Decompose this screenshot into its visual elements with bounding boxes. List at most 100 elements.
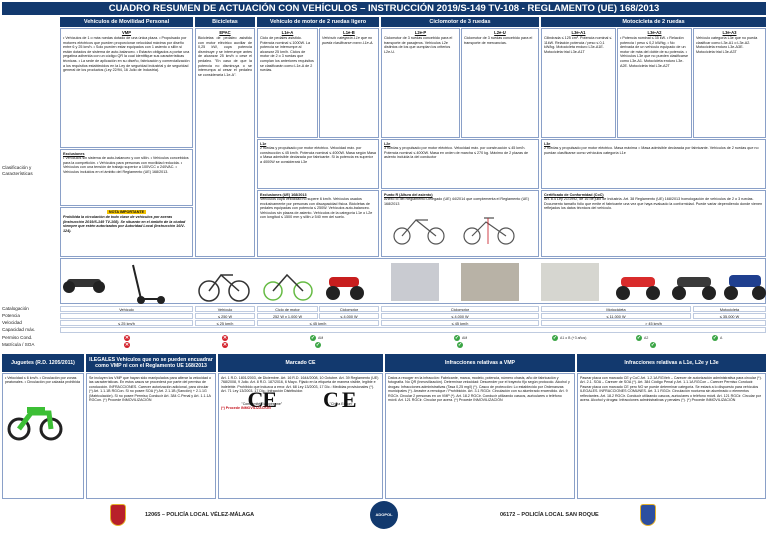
velocidad-l2e: ≤ 45 km/h bbox=[381, 320, 539, 326]
l2e-box: L2e 3 ruedas y propulsado por motor eléc… bbox=[381, 139, 539, 189]
l3ea3-description: L3e-A3 Vehículo categoría L3e que no pue… bbox=[693, 28, 766, 138]
catalog-l1eb: Ciclomotor bbox=[319, 306, 379, 312]
row-label-permiso: Permiso Cond. bbox=[2, 335, 33, 340]
col-header-bicis: Bicicletas bbox=[195, 17, 255, 27]
l1ea-bike-image bbox=[263, 273, 313, 301]
l3ea1-subhead: L3e-A1 bbox=[571, 29, 586, 35]
ilegales-cell: Se incluyen los VMP que hayan sido manip… bbox=[86, 373, 216, 499]
punto-r: Punto R (Altura del asiento) Anexo III d… bbox=[381, 190, 539, 257]
epac-description: EPAC Bicicletas de pedaleo asistido con … bbox=[195, 28, 255, 257]
catalog-l1ea: Ciclo de motor bbox=[257, 306, 318, 312]
catalog-epac: Vehículo bbox=[195, 306, 255, 312]
vmp-excl-title: Exclusiones bbox=[63, 151, 85, 156]
l3ea2-description: L3e-A2 • Potencia nominal ≤ 35 kW. • Rel… bbox=[617, 28, 692, 138]
permiso-l3ea3-label: A bbox=[720, 336, 723, 340]
ce-china-label: "China Export" bbox=[329, 402, 353, 407]
potencia-l1eb: ≤ 4.000 W bbox=[319, 313, 379, 319]
vmp-text: • Vehículos de 1 o más ruedas dotado de … bbox=[63, 36, 190, 73]
col-header-moto2: Motocicleta de 2 ruedas bbox=[541, 17, 766, 27]
punto-r-title: Punto R (Altura del asiento) bbox=[384, 192, 433, 197]
l3ea2-moto-image bbox=[672, 277, 716, 300]
row-label-velocidad: Velocidad bbox=[2, 320, 22, 325]
vmp-subhead: VMP bbox=[121, 29, 132, 35]
infr-l-header: Infracciones relativas a L1e, L2e y L3e bbox=[577, 354, 766, 372]
catalog-l3ea1: Motocicleta bbox=[541, 306, 691, 312]
juguetes-cell: • Velocidad ≤ 6 km/h. • Circulación por … bbox=[2, 373, 84, 499]
capacidad-row bbox=[60, 327, 766, 333]
infr-vmp-header: Infracciones relativas a VMP bbox=[385, 354, 575, 372]
page-title: CUADRO RESUMEN DE ACTUACIÓN CON VEHÍCULO… bbox=[2, 2, 766, 15]
l2ep-text: Ciclomotor de 3 ruedas concebido para el… bbox=[384, 36, 453, 54]
l2ep-description: L2e-P Ciclomotor de 3 ruedas concebido p… bbox=[381, 28, 460, 138]
permiso-l3ea1-icon: ✓ bbox=[552, 335, 558, 341]
potencia-vmp bbox=[60, 313, 193, 319]
potencia-l2e: ≤ 4.000 W bbox=[381, 313, 539, 319]
potencia-l3ea3: ≤ 35.000 W bbox=[693, 313, 766, 319]
ebike-image bbox=[198, 273, 250, 302]
marcado-text: Art. 1 R.D. 1801/2003, de Diciembre. Art… bbox=[221, 376, 379, 394]
adopol-badge-label: ADOPOL bbox=[375, 512, 393, 517]
footer-left-text: 12065 – POLICÍA LOCAL VÉLEZ-MÁLAGA bbox=[145, 512, 255, 518]
catalog-vmp: Vehículo bbox=[60, 306, 193, 312]
nota-title: NOTA IMPORTANTE bbox=[106, 209, 147, 215]
l1ea-subhead: L1e-A bbox=[281, 29, 294, 35]
marcado-header: Marcado CE bbox=[218, 354, 383, 372]
excl168-title: Exclusiones (UE) 168/2013 bbox=[260, 192, 307, 197]
potencia-l1e: 252 W y 1.000 W bbox=[257, 313, 318, 319]
l3e-box: L3e 2 ruedas y propulsado por motor eléc… bbox=[541, 139, 766, 189]
l1e-box-title: L1e bbox=[260, 141, 267, 146]
l1eb-subhead: L1e-B bbox=[343, 29, 355, 35]
ce-logo-china: CE bbox=[323, 386, 360, 412]
juguetes-header: Juguetes (R.D. 1205/2011) bbox=[2, 354, 84, 372]
velocidad-vmp: ≤ 25 km/h bbox=[60, 320, 193, 326]
crest-right-icon bbox=[640, 504, 656, 526]
l3e-box-text: 2 ruedas y propulsado por motor eléctric… bbox=[544, 146, 759, 155]
certificado-conformidad: Certificado de Conformidad (CoC) Art. 8.… bbox=[541, 190, 766, 257]
row-label-capacidad: Capacidad máx. bbox=[2, 327, 36, 332]
catalog-l2e: Ciclomotor bbox=[381, 306, 539, 312]
l1ea-text: Ciclo de pedales asistido. Potencia nomi… bbox=[260, 36, 314, 73]
l3ea2-text: • Potencia nominal ≤ 35 kW. • Relación p… bbox=[620, 36, 689, 68]
velocidad-l3e: > 45 km/h bbox=[541, 320, 766, 326]
crest-left-icon bbox=[110, 504, 126, 526]
permiso-epac-icon: ✕ bbox=[222, 335, 228, 341]
permiso-l1e-icon: ✓ bbox=[310, 335, 316, 341]
footer-right-text: 06172 – POLICÍA LOCAL SAN ROQUE bbox=[500, 512, 599, 518]
matricula-vmp-icon: ✕ bbox=[124, 342, 130, 348]
toy-motorbike-image bbox=[7, 406, 63, 441]
catalog-l3ea3: Motocicleta bbox=[693, 306, 766, 312]
cert-text: Art. 8.4 Ley 21/1992, de 16 de julio de … bbox=[544, 197, 763, 211]
permiso-l2e-label: AM bbox=[462, 336, 468, 340]
matricula-l2e-icon: ✓ bbox=[457, 342, 463, 348]
l2eu-photo bbox=[461, 263, 519, 301]
l2e-box-text: 3 ruedas y propulsado por motor eléctric… bbox=[384, 146, 529, 160]
l3ea1-description: L3e-A1 Cilindrada ≤ 125 cm³. Potencia no… bbox=[541, 28, 616, 138]
epac-text: Bicicletas de pedaleo asistido con motor… bbox=[198, 36, 252, 77]
l1ea-description: L1e-A Ciclo de pedales asistido. Potenci… bbox=[257, 28, 318, 138]
col-header-vmp: Vehículos de Movilidad Personal bbox=[60, 17, 193, 27]
vehicle-image-strip bbox=[60, 258, 766, 304]
infr-vmp-cell: Datos a recoger en la infracción: Fabric… bbox=[385, 373, 575, 499]
l3ea1-moto-image bbox=[616, 277, 660, 300]
hoverboard-image bbox=[63, 279, 105, 293]
l2e-box-title: L2e bbox=[384, 141, 391, 146]
matricula-l3e-icon: ✓ bbox=[650, 342, 656, 348]
cert-title: Certificado de Conformidad (CoC) bbox=[544, 192, 604, 197]
infr-l-text: Pasear placa con marcado CE y CoC Art. 1… bbox=[580, 376, 762, 403]
velocidad-epac: ≤ 25 km/h bbox=[195, 320, 255, 326]
exclusiones-168: Exclusiones (UE) 168/2013 Vehículos cuya… bbox=[257, 190, 379, 257]
excl168-text: Vehículos cuya velocidad no supere 6 km/… bbox=[260, 197, 373, 220]
l1e-box: L1e 2 ruedas y propulsado por motor eléc… bbox=[257, 139, 379, 189]
l2eu-text: Ciclomotor de 3 ruedas concebido para el… bbox=[464, 36, 533, 45]
l2eu-description: L2e-U Ciclomotor de 3 ruedas concebido p… bbox=[461, 28, 539, 138]
vmp-excl-text: • Vehículos sin sistema de auto-balanceo… bbox=[63, 156, 189, 174]
l3ea1-text: Cilindrada ≤ 125 cm³. Potencia nominal ≤… bbox=[544, 36, 612, 54]
l1e-box-text: 2 ruedas y propulsado por motor eléctric… bbox=[260, 146, 376, 164]
marcado-procede: (*) Procede INMOVILIZACIÓN bbox=[221, 406, 271, 411]
l3ea2-subhead: L3e-A2 bbox=[647, 29, 662, 35]
l2e-cargo-photo bbox=[541, 263, 599, 301]
juguetes-text: • Velocidad ≤ 6 km/h. • Circulación por … bbox=[5, 376, 80, 385]
col-header-ciclo3: Ciclomotor de 3 ruedas bbox=[381, 17, 539, 27]
infr-vmp-text: Datos a recoger en la infracción: Fabric… bbox=[388, 376, 570, 403]
potencia-l3ea1: ≤ 11.000 W bbox=[541, 313, 691, 319]
